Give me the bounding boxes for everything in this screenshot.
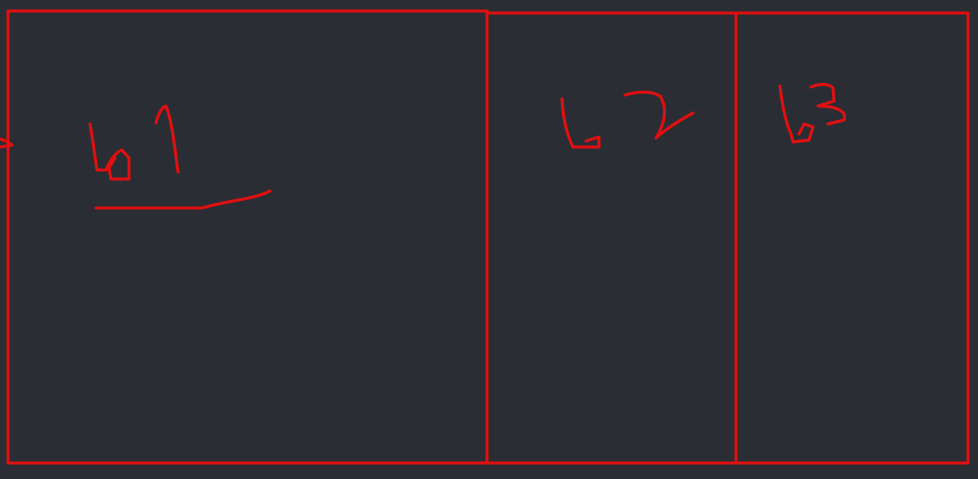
handwritten-b2-digit-2 [623, 90, 695, 140]
panel-frame-b3 [734, 11, 970, 465]
handwritten-b1-digit-1 [154, 104, 180, 174]
handwritten-b3-letter-b [778, 84, 815, 144]
handwritten-b2-letter-b [560, 97, 601, 149]
handwritten-b1-underline [94, 189, 272, 210]
handwritten-b1-letter-b [88, 122, 131, 181]
left-edge-arrow-marker [0, 137, 14, 149]
panel-frame-b2 [485, 11, 738, 465]
handwritten-b3-digit-3 [809, 83, 847, 126]
